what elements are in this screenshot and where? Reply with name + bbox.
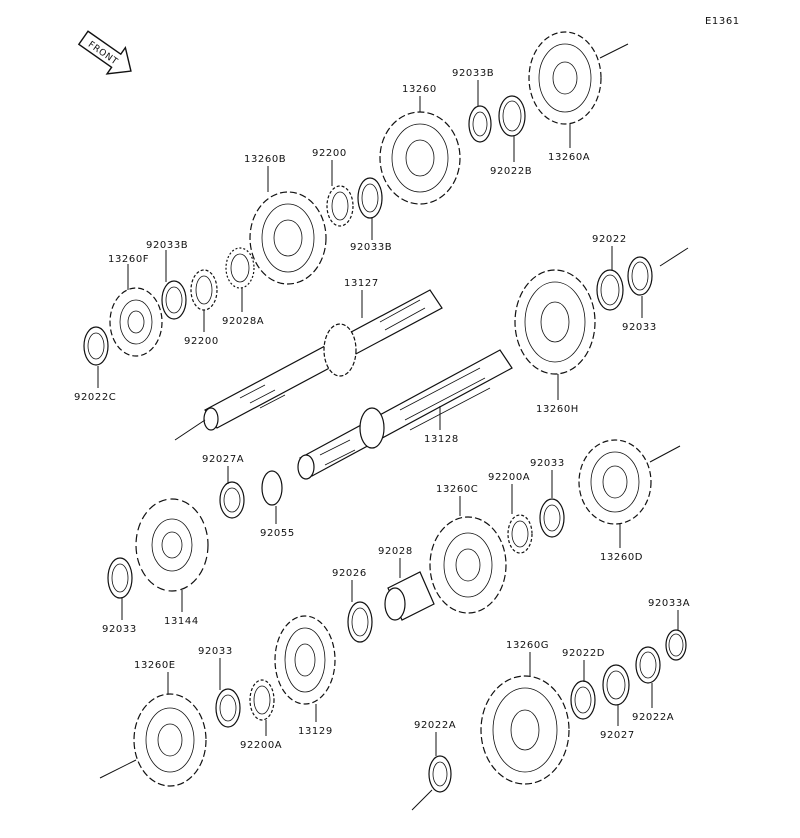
- part-labels: 13260 92033B 92022B 13260A 13260B 92200 …: [74, 68, 690, 751]
- ring-92033-a: [627, 256, 653, 296]
- label-13260f: 13260F: [108, 254, 149, 265]
- label-92026: 92026: [332, 568, 367, 579]
- gear-13260f: [109, 287, 163, 357]
- ring-92022d: [570, 680, 596, 720]
- label-13260a: 13260A: [548, 152, 590, 163]
- bearing-92028: [384, 571, 435, 621]
- shaft-13128: [297, 349, 513, 480]
- ring-92022a-b: [428, 755, 452, 793]
- label-13260g: 13260G: [506, 640, 549, 651]
- gear-13260: [379, 111, 461, 205]
- washer-92200a-b: [249, 679, 275, 721]
- label-92022: 92022: [592, 234, 627, 245]
- label-92033b-b: 92033B: [146, 240, 188, 251]
- label-92028a: 92028A: [222, 316, 264, 327]
- label-92055: 92055: [260, 528, 295, 539]
- sprocket-13144: [135, 498, 209, 592]
- front-arrow-icon: FRONT: [77, 30, 132, 75]
- label-92022a-a: 92022A: [632, 712, 674, 723]
- ring-92022: [596, 269, 624, 311]
- label-92200-b: 92200: [184, 336, 219, 347]
- collar-92027a: [219, 481, 245, 519]
- ring-92022c: [83, 326, 109, 366]
- collar-92027: [602, 664, 630, 706]
- label-13127: 13127: [344, 278, 379, 289]
- ring-92033-d: [215, 688, 241, 728]
- label-92022c: 92022C: [74, 392, 116, 403]
- label-92033-d: 92033: [198, 646, 233, 657]
- label-13260e: 13260E: [134, 660, 176, 671]
- label-92022d: 92022D: [562, 648, 605, 659]
- label-13260c: 13260C: [436, 484, 478, 495]
- label-13260h: 13260H: [536, 404, 579, 415]
- gear-13260h: [514, 269, 596, 375]
- ring-92033b-b: [161, 280, 187, 320]
- shaft-13127: [174, 289, 443, 441]
- label-13260: 13260: [402, 84, 437, 95]
- bushing-92033b-a: [468, 105, 492, 143]
- label-92033-c: 92033: [530, 458, 565, 469]
- label-92033-a: 92033: [622, 322, 657, 333]
- label-92200-a: 92200: [312, 148, 347, 159]
- washer-92200-a: [326, 185, 354, 227]
- ring-92022a-a: [635, 646, 661, 684]
- bearing-92028a: [225, 247, 255, 289]
- ring-92033-c: [539, 498, 565, 538]
- gear-13129: [274, 615, 336, 705]
- ring-92022b: [498, 95, 526, 137]
- ring-92033-b: [107, 557, 133, 599]
- label-92028: 92028: [378, 546, 413, 557]
- gear-13260a: [528, 31, 602, 125]
- label-13128: 13128: [424, 434, 459, 445]
- label-92200a-a: 92200A: [488, 472, 530, 483]
- ring-92033a: [665, 629, 687, 661]
- washer-92200-b: [190, 269, 218, 311]
- label-92022a-b: 92022A: [414, 720, 456, 731]
- label-92033b-a: 92033B: [452, 68, 494, 79]
- ring-92026: [347, 601, 373, 643]
- ref-code: E1361: [705, 16, 740, 27]
- label-92033b-c: 92033B: [350, 242, 392, 253]
- gear-13260d: [578, 439, 652, 525]
- label-13260d: 13260D: [600, 552, 643, 563]
- label-92022b: 92022B: [490, 166, 532, 177]
- label-92033a: 92033A: [648, 598, 690, 609]
- label-13129: 13129: [298, 726, 333, 737]
- label-92027: 92027: [600, 730, 635, 741]
- leader-lines: [97, 80, 679, 756]
- label-92027a: 92027A: [202, 454, 244, 465]
- washer-92200a-a: [507, 514, 533, 554]
- ring-92033b-c: [357, 177, 383, 219]
- label-13144: 13144: [164, 616, 199, 627]
- label-13260b: 13260B: [244, 154, 286, 165]
- gear-13260e: [133, 693, 207, 787]
- gear-13260c: [429, 516, 507, 614]
- circlip-92055: [261, 470, 283, 506]
- label-92033-b: 92033: [102, 624, 137, 635]
- gear-13260b: [249, 191, 327, 285]
- label-92200a-b: 92200A: [240, 740, 282, 751]
- gear-13260g: [480, 675, 570, 785]
